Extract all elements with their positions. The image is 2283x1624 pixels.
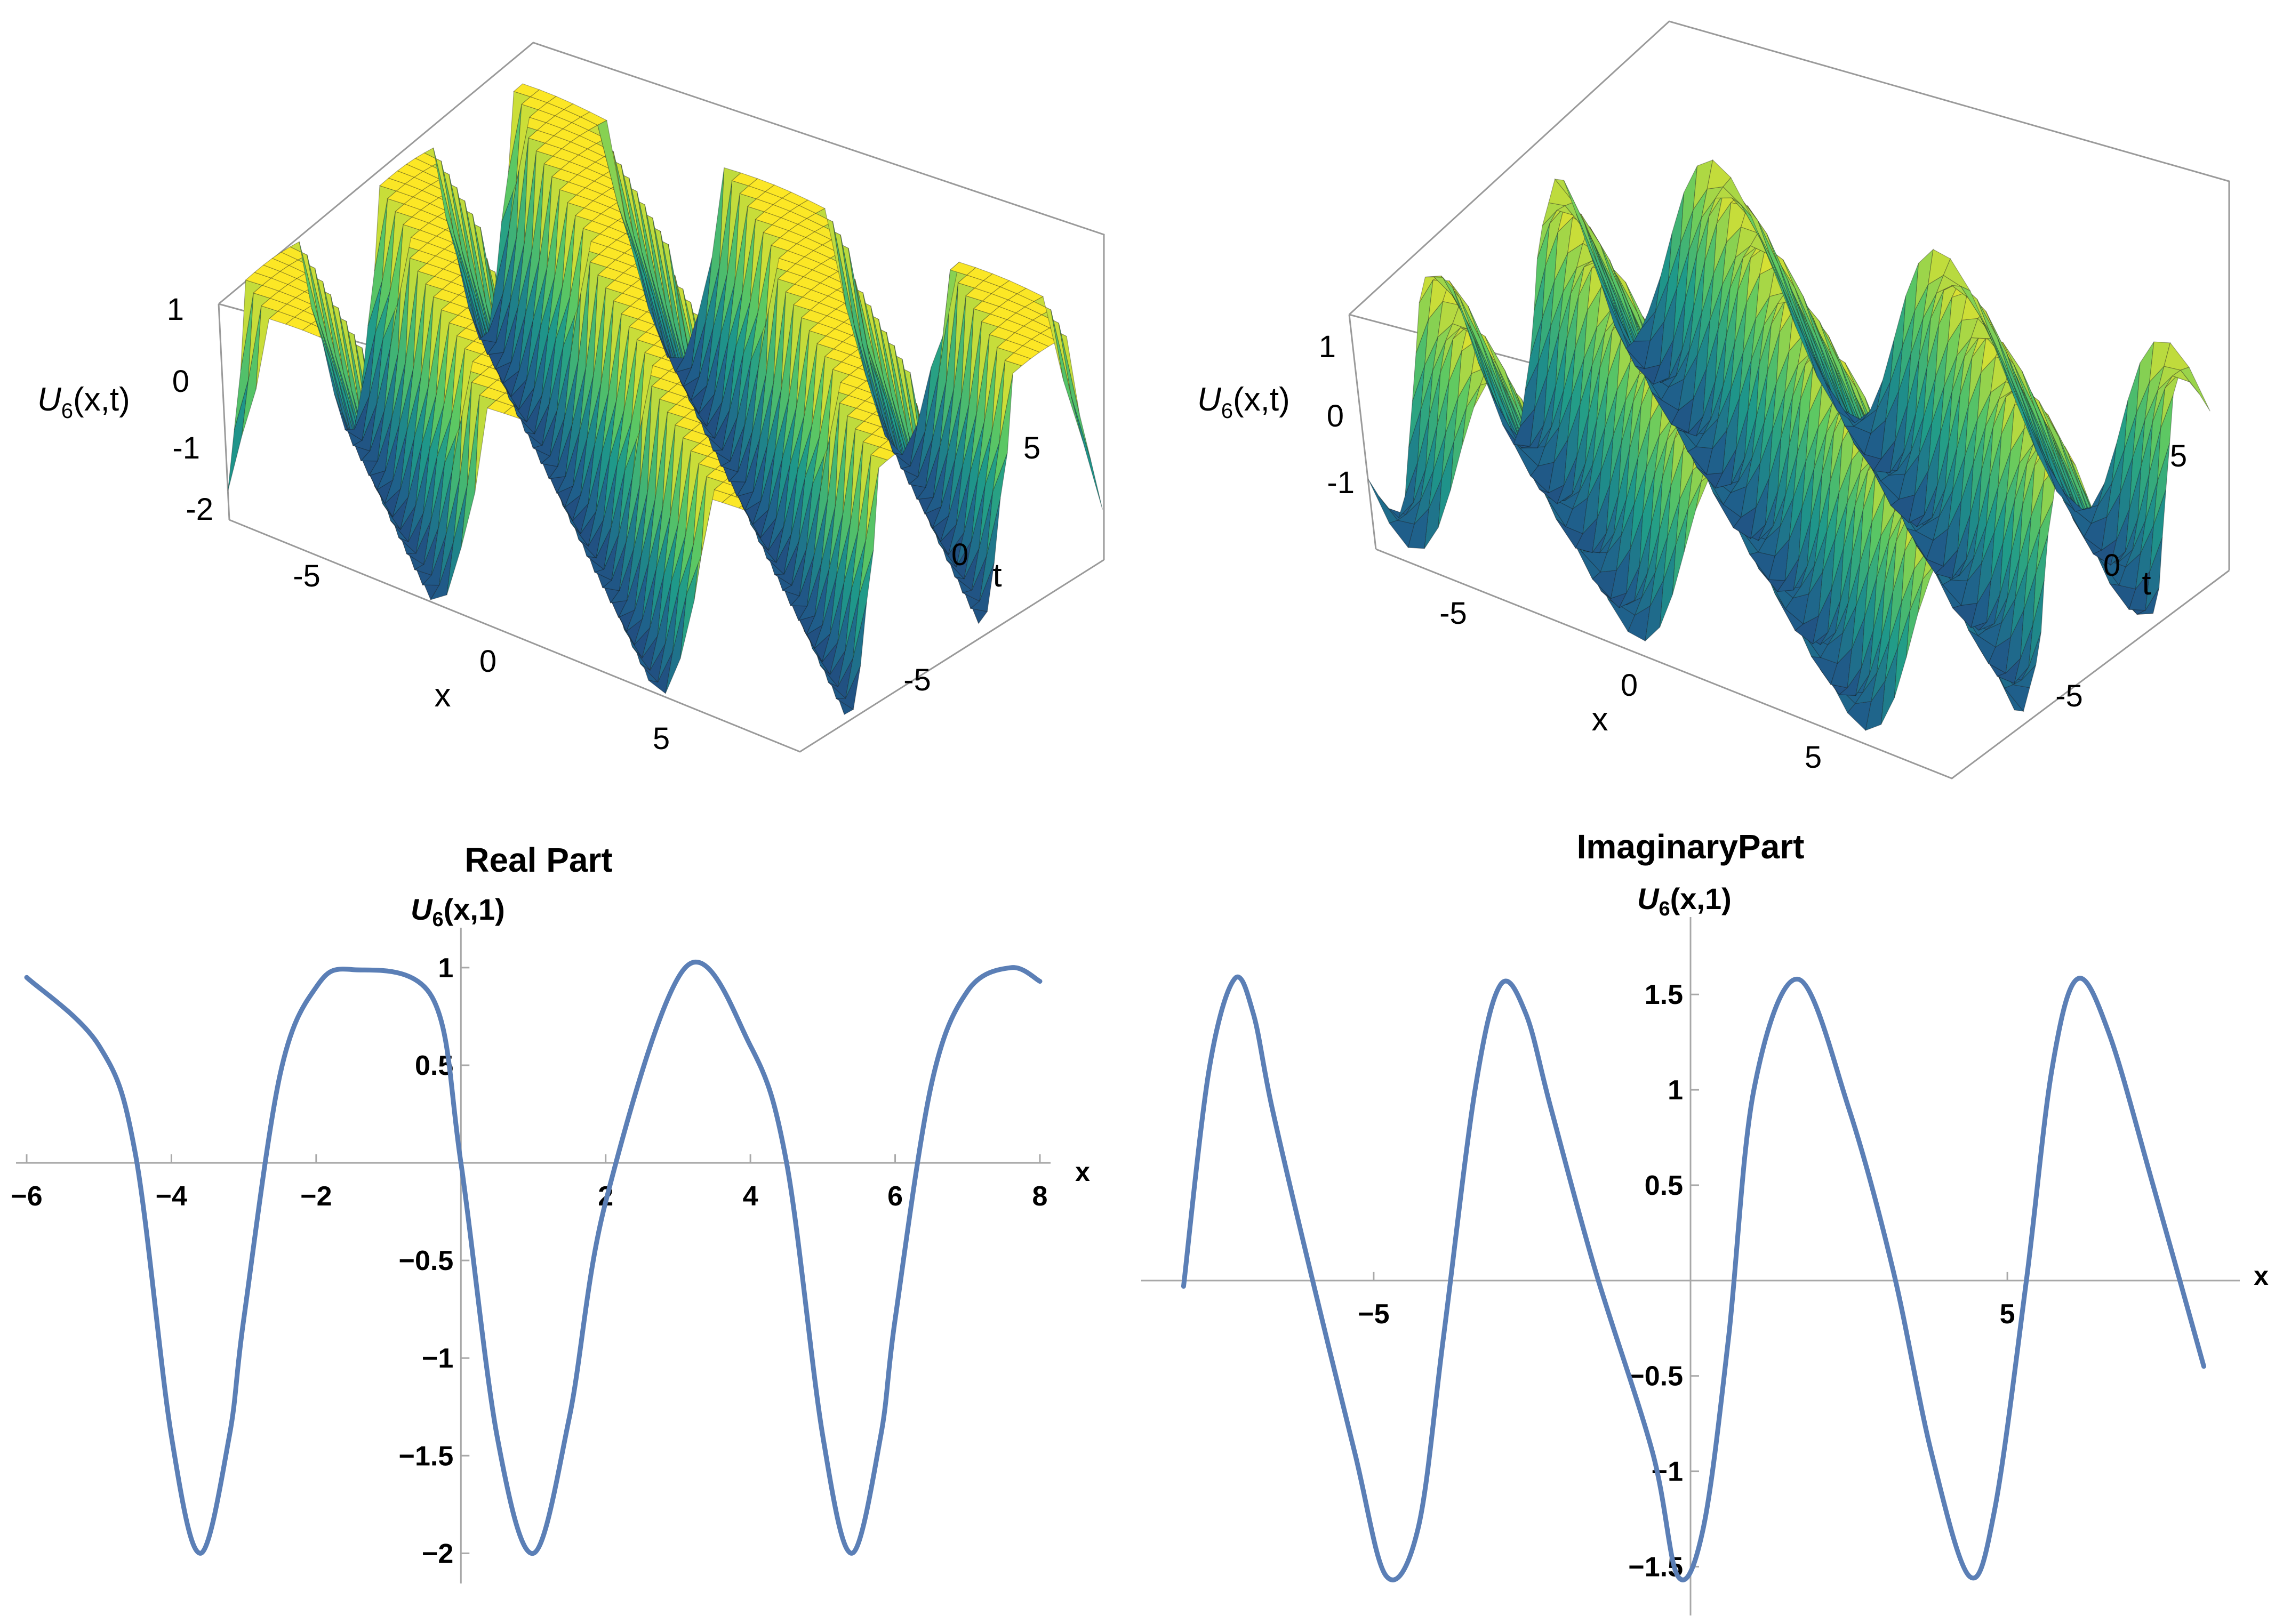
p3-x-tick-label: 8 bbox=[1032, 1181, 1048, 1212]
surface-real-panel: 1 0 -1 -2 U6(x,t) -5 0 5 x -5 0 5 t bbox=[37, 42, 1105, 756]
p4-y-tick-label: 0.5 bbox=[1645, 1170, 1683, 1201]
p3-x-tick-label: −4 bbox=[156, 1181, 187, 1212]
line-imag-title: ImaginaryPart bbox=[1577, 827, 1805, 866]
line-real-series bbox=[24, 960, 1043, 1556]
surface-real-x-ticks: -5 0 5 bbox=[293, 559, 670, 756]
surface-imag-z-tick: -1 bbox=[1327, 465, 1355, 500]
surface-real-box-back bbox=[218, 42, 1105, 560]
surface-imag-z-ticks: 1 0 -1 bbox=[1319, 329, 1355, 500]
surface-imag-z-tick: 0 bbox=[1327, 399, 1344, 433]
surface-real-z-tick: 1 bbox=[167, 292, 184, 327]
surface-imag-x-tick: -5 bbox=[1439, 596, 1467, 631]
p3-x-tick-label: −2 bbox=[300, 1181, 332, 1212]
surface-real-x-tick: 5 bbox=[653, 721, 670, 756]
line-imag-axes bbox=[1141, 917, 2240, 1615]
surface-real-t-label: t bbox=[992, 557, 1002, 594]
surface-imag-t-tick: 0 bbox=[2103, 548, 2120, 583]
p4-x-tick-label: 5 bbox=[2000, 1299, 2015, 1330]
p4-x-tick-label: −5 bbox=[1358, 1299, 1389, 1330]
line-real-title: Real Part bbox=[464, 841, 612, 879]
p3-y-tick-label: −1 bbox=[422, 1343, 453, 1374]
surface-real-z-ticks: 1 0 -1 -2 bbox=[167, 292, 213, 527]
line-real-axes bbox=[16, 928, 1051, 1583]
line-real-xlabel: x bbox=[1075, 1157, 1090, 1187]
surface-real-box-bottom bbox=[229, 519, 1104, 753]
surface-real-z-tick: 0 bbox=[172, 364, 189, 399]
p3-x-tick-label: 6 bbox=[887, 1181, 903, 1212]
surface-imag-x-ticks: -5 0 5 bbox=[1439, 596, 1822, 775]
p3-y-tick-label: −0.5 bbox=[399, 1245, 454, 1276]
line-real-ylabel: U6(x,1) bbox=[411, 893, 505, 931]
line-imag-ylabel: U6(x,1) bbox=[1637, 882, 1732, 920]
surface-real-t-tick: -5 bbox=[903, 663, 931, 697]
surface-real-t-tick: 5 bbox=[1023, 431, 1040, 465]
surface-imag-t-ticks: -5 0 5 bbox=[2055, 439, 2187, 713]
surface-real-box-vert bbox=[218, 303, 230, 520]
surface-real-t-ticks: -5 0 5 bbox=[903, 431, 1040, 697]
surface-imag-box-bottom bbox=[1375, 548, 2230, 779]
surface-real-x-label: x bbox=[435, 677, 451, 714]
surface-real-z-tick: -2 bbox=[186, 492, 213, 527]
surface-imag-box-vert bbox=[1348, 314, 1377, 550]
surface-imag-t-tick: 5 bbox=[2170, 439, 2187, 473]
surface-imag-mesh bbox=[1368, 159, 2210, 731]
surface-imag-x-tick: 5 bbox=[1805, 740, 1822, 775]
line-imag-series bbox=[1181, 974, 2206, 1582]
surface-imag-x-tick: 0 bbox=[1621, 668, 1638, 703]
surface-imag-z-tick: 1 bbox=[1319, 329, 1336, 364]
p3-y-tick-label: −1.5 bbox=[399, 1441, 454, 1472]
surface-imag-x-label: x bbox=[1592, 701, 1608, 738]
surface-imag-panel: 1 0 -1 U6(x,t) -5 0 5 x -5 0 5 t bbox=[1197, 20, 2230, 779]
surface-imag-t-label: t bbox=[2142, 565, 2151, 602]
surface-real-x-tick: -5 bbox=[293, 559, 321, 593]
p3-x-tick-label: 4 bbox=[743, 1181, 758, 1212]
surface-real-t-tick: 0 bbox=[951, 537, 968, 572]
p3-y-tick-label: −2 bbox=[422, 1538, 453, 1569]
surface-real-z-tick: -1 bbox=[172, 431, 200, 465]
surface-real-x-tick: 0 bbox=[479, 644, 496, 679]
p3-y-tick-label: 1 bbox=[438, 953, 453, 984]
surface-imag-box-back bbox=[1348, 20, 2230, 570]
surface-real-z-label: U6(x,t) bbox=[37, 381, 130, 423]
p1-surface-cell bbox=[1071, 397, 1103, 510]
surface-imag-z-label: U6(x,t) bbox=[1197, 381, 1290, 423]
surface-imag-t-tick: -5 bbox=[2055, 679, 2083, 713]
p2-surface-cell bbox=[2180, 367, 2210, 412]
surface-real-mesh bbox=[227, 83, 1103, 715]
p4-y-tick-label: −0.5 bbox=[1628, 1361, 1683, 1392]
p4-y-tick-label: 1 bbox=[1668, 1075, 1683, 1106]
p4-y-tick-label: 1.5 bbox=[1645, 979, 1683, 1010]
p3-x-tick-label: −6 bbox=[11, 1181, 42, 1212]
line-imag-xlabel: x bbox=[2254, 1261, 2269, 1291]
